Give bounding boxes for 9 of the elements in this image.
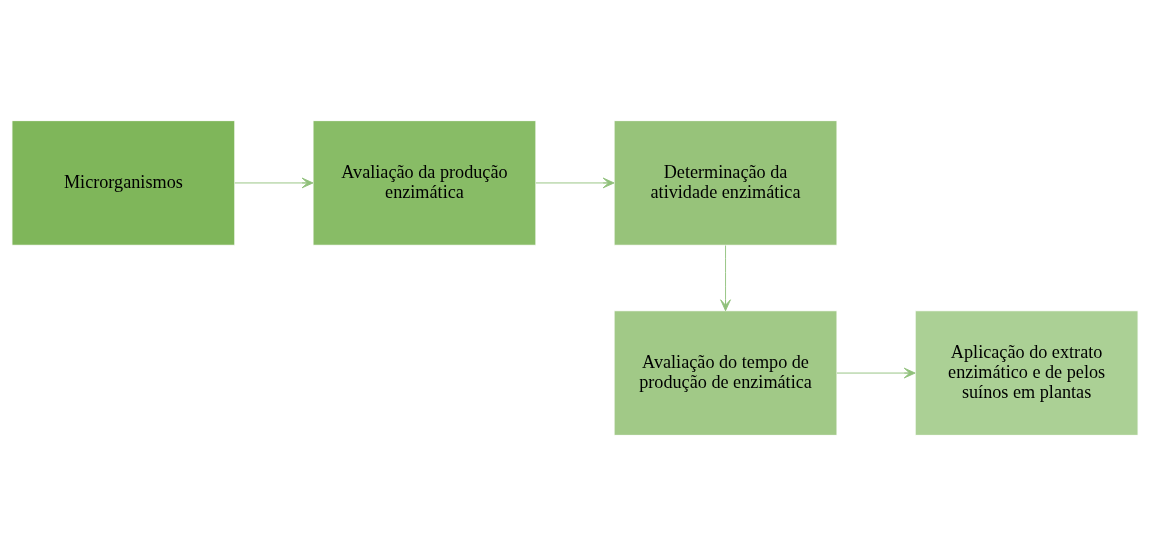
arrow bbox=[535, 177, 615, 188]
node-box: Avaliação do tempo de produção de enzimática bbox=[613, 309, 838, 436]
node-box: Determinação da atividade enzimática bbox=[613, 119, 838, 246]
node-box: Aplicação do extrato enzimático e de pelos suínos em plantas bbox=[914, 309, 1139, 436]
arrow bbox=[234, 177, 314, 188]
node-box: Microrganismos bbox=[11, 119, 236, 246]
node-box: Avaliação da produção enzimática bbox=[312, 119, 537, 246]
arrow bbox=[836, 367, 916, 378]
arrow bbox=[720, 244, 731, 311]
